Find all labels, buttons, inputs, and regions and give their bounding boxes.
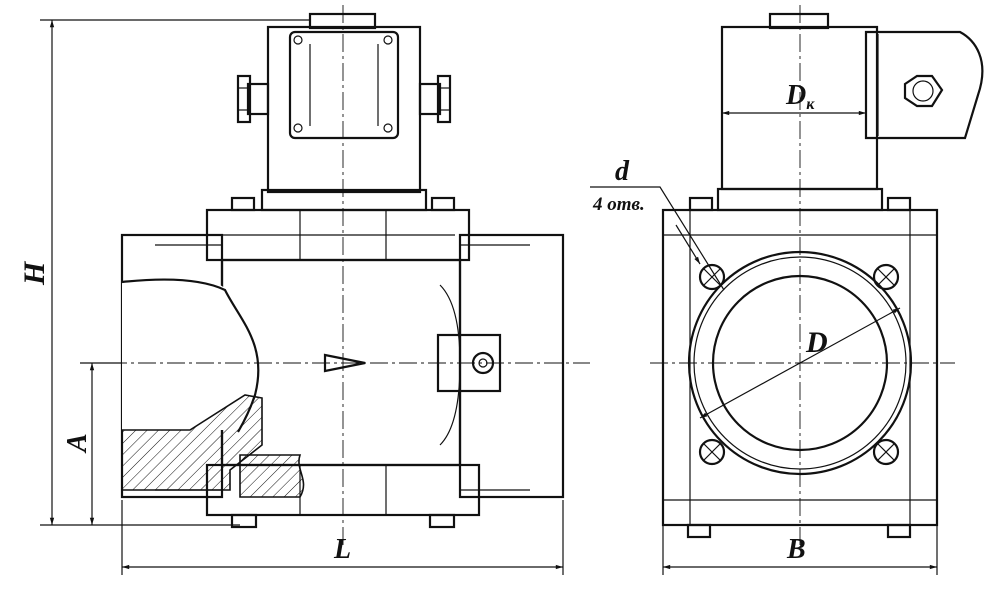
label-hole-d: d: [615, 156, 630, 187]
label-b: B: [786, 534, 806, 565]
label-h: H: [18, 260, 51, 286]
outlet-flange: [458, 233, 565, 499]
dimensions: [40, 19, 938, 575]
label-l: L: [333, 534, 351, 565]
label-hole-count: 4 отв.: [592, 194, 645, 215]
junction-box-side: [864, 30, 984, 140]
side-view: [590, 5, 984, 545]
section-hatch: [121, 394, 263, 491]
cable-gland-left: [236, 74, 270, 124]
label-a: A: [62, 433, 93, 454]
junction-box: [288, 30, 400, 140]
bolt-holes: [698, 263, 900, 466]
label-d: D: [805, 326, 828, 359]
front-view: [80, 5, 590, 545]
nut-icon: [903, 74, 944, 108]
label-dk: Dк: [785, 80, 815, 113]
cable-gland-right: [418, 74, 452, 124]
